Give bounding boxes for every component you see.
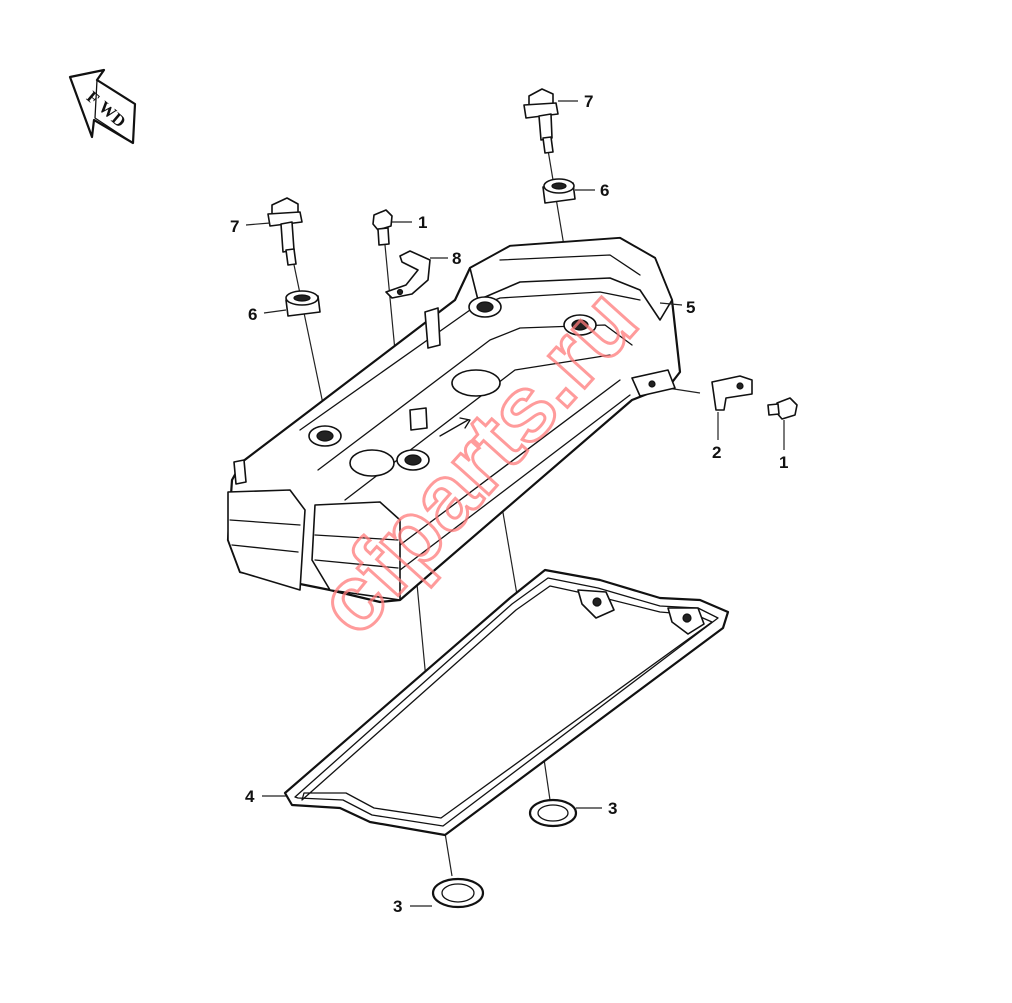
callout-7-top-right: 7 xyxy=(584,92,593,111)
callout-3-right: 3 xyxy=(608,799,617,818)
callout-5: 5 xyxy=(686,298,695,317)
fwd-direction-arrow: F W D xyxy=(68,68,137,145)
callout-7-left: 7 xyxy=(230,217,239,236)
callout-3-bottom: 3 xyxy=(393,897,402,916)
callout-6-left: 6 xyxy=(248,305,257,324)
callout-1-side: 1 xyxy=(779,453,788,472)
callout-1-top: 1 xyxy=(418,213,427,232)
callout-labels: 7 7 6 6 1 1 8 5 2 4 3 3 3 xyxy=(230,92,788,916)
valve-cover-gasket xyxy=(283,568,730,837)
callout-leaders xyxy=(245,100,785,907)
callout-8: 8 xyxy=(452,249,461,268)
valve-cover xyxy=(226,236,682,604)
small-bolt-top xyxy=(372,209,393,246)
seal-ring-right xyxy=(528,798,578,828)
seal-ring-bottom xyxy=(431,877,485,909)
grommet-left xyxy=(285,290,321,317)
callout-6-right: 6 xyxy=(600,181,609,200)
side-bracket xyxy=(711,375,753,411)
callout-4: 4 xyxy=(245,787,255,806)
cover-bolt-right xyxy=(523,88,559,154)
breather-bracket xyxy=(385,250,431,299)
cover-bolt-left xyxy=(267,197,303,266)
callout-2: 2 xyxy=(712,443,721,462)
small-bolt-side xyxy=(767,397,798,420)
grommet-right xyxy=(542,178,576,204)
